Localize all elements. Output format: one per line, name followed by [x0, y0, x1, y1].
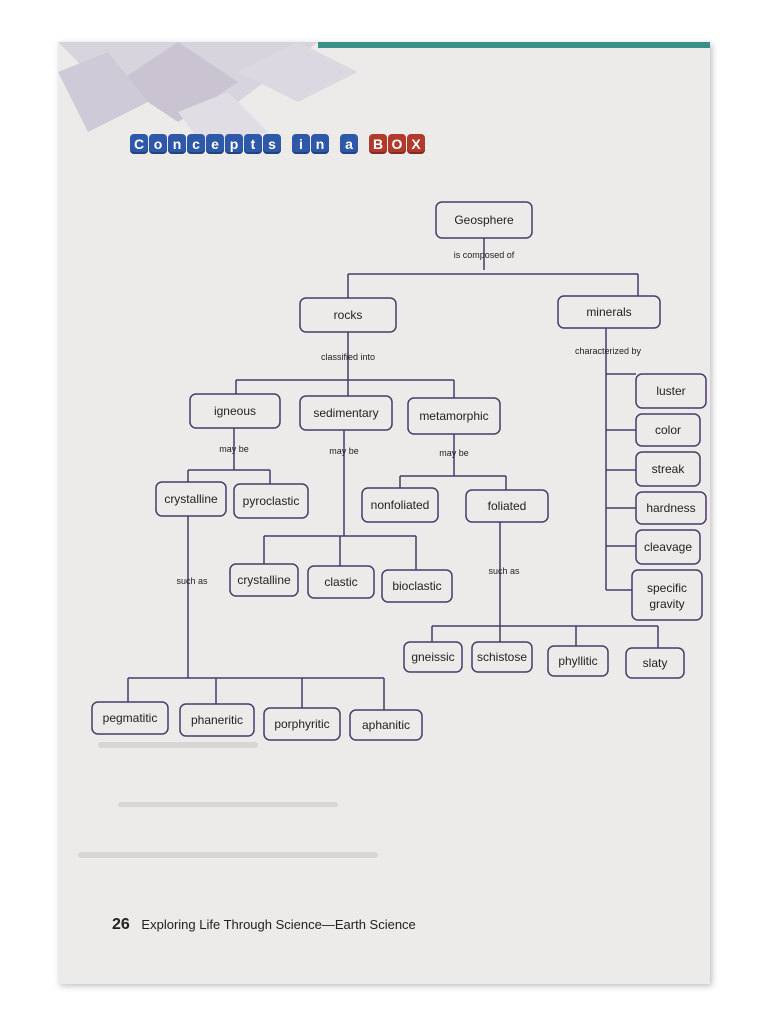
- node-pyroclastic: [233, 483, 309, 519]
- label-geosphere: Geosphere: [454, 213, 514, 227]
- node-sed-crystalline: [229, 563, 299, 597]
- node-rocks: [299, 297, 397, 333]
- node-minerals: [557, 295, 661, 329]
- book-title: Exploring Life Through Science—Earth Sci…: [141, 917, 416, 932]
- label-bioclastic: bioclastic: [392, 579, 441, 593]
- label-clastic: clastic: [324, 575, 357, 589]
- label-phyllitic: phyllitic: [558, 654, 597, 668]
- label-minerals: minerals: [586, 305, 631, 319]
- node-pegmatitic: [91, 701, 169, 735]
- label-color: color: [655, 423, 681, 437]
- link-classified-into: classified into: [321, 352, 375, 362]
- node-sedimentary: [299, 395, 393, 431]
- label-specific: specific: [647, 581, 687, 595]
- node-phyllitic: [547, 645, 609, 677]
- label-pyroclastic: pyroclastic: [243, 494, 300, 508]
- page-number: 26: [112, 916, 130, 933]
- node-hardness: [635, 491, 707, 525]
- link-igneous-may-be: may be: [219, 444, 249, 454]
- node-aphanitic: [349, 709, 423, 741]
- node-phaneritic: [179, 703, 255, 737]
- node-clastic: [307, 565, 375, 599]
- label-gneissic: gneissic: [411, 650, 454, 664]
- label-luster: luster: [656, 384, 685, 398]
- node-cleavage: [635, 529, 701, 565]
- label-sedimentary: sedimentary: [313, 406, 378, 420]
- node-igneous: [189, 393, 281, 429]
- header-decoration: [58, 42, 710, 152]
- concept-map: is composed of classified into character…: [91, 201, 707, 741]
- node-metamorphic: [407, 397, 501, 435]
- node-gneissic: [403, 641, 463, 673]
- node-specific-gravity: [631, 569, 703, 621]
- node-crystalline: [155, 481, 227, 517]
- label-porphyritic: porphyritic: [274, 717, 329, 731]
- link-sedimentary-may-be: may be: [329, 446, 359, 456]
- label-rocks: rocks: [334, 308, 363, 322]
- label-pegmatitic: pegmatitic: [103, 711, 158, 725]
- node-geosphere: [435, 201, 533, 239]
- node-slaty: [625, 647, 685, 679]
- label-foliated: foliated: [488, 499, 527, 513]
- link-characterized-by: characterized by: [575, 346, 642, 356]
- node-streak: [635, 451, 701, 487]
- label-metamorphic: metamorphic: [419, 409, 488, 423]
- label-crystalline: crystalline: [164, 492, 218, 506]
- label-igneous: igneous: [214, 404, 256, 418]
- link-metamorphic-may-be: may be: [439, 448, 469, 458]
- link-is-composed-of: is composed of: [454, 250, 515, 260]
- link-crystalline-such-as: such as: [176, 576, 208, 586]
- link-foliated-such-as: such as: [488, 566, 520, 576]
- label-schistose: schistose: [477, 650, 527, 664]
- node-luster: [635, 373, 707, 409]
- label-nonfoliated: nonfoliated: [371, 498, 430, 512]
- label-streak: streak: [652, 462, 686, 476]
- label-phaneritic: phaneritic: [191, 713, 243, 727]
- node-color: [635, 413, 701, 447]
- label-sed-crystalline: crystalline: [237, 573, 291, 587]
- page-footer: 26 Exploring Life Through Science—Earth …: [112, 916, 416, 934]
- node-schistose: [471, 641, 533, 673]
- label-cleavage: cleavage: [644, 540, 692, 554]
- node-bioclastic: [381, 569, 453, 603]
- label-hardness: hardness: [646, 501, 695, 515]
- label-slaty: slaty: [643, 656, 668, 670]
- node-porphyritic: [263, 707, 341, 741]
- label-gravity: gravity: [649, 597, 684, 611]
- label-aphanitic: aphanitic: [362, 718, 410, 732]
- node-nonfoliated: [361, 487, 439, 523]
- node-foliated: [465, 489, 549, 523]
